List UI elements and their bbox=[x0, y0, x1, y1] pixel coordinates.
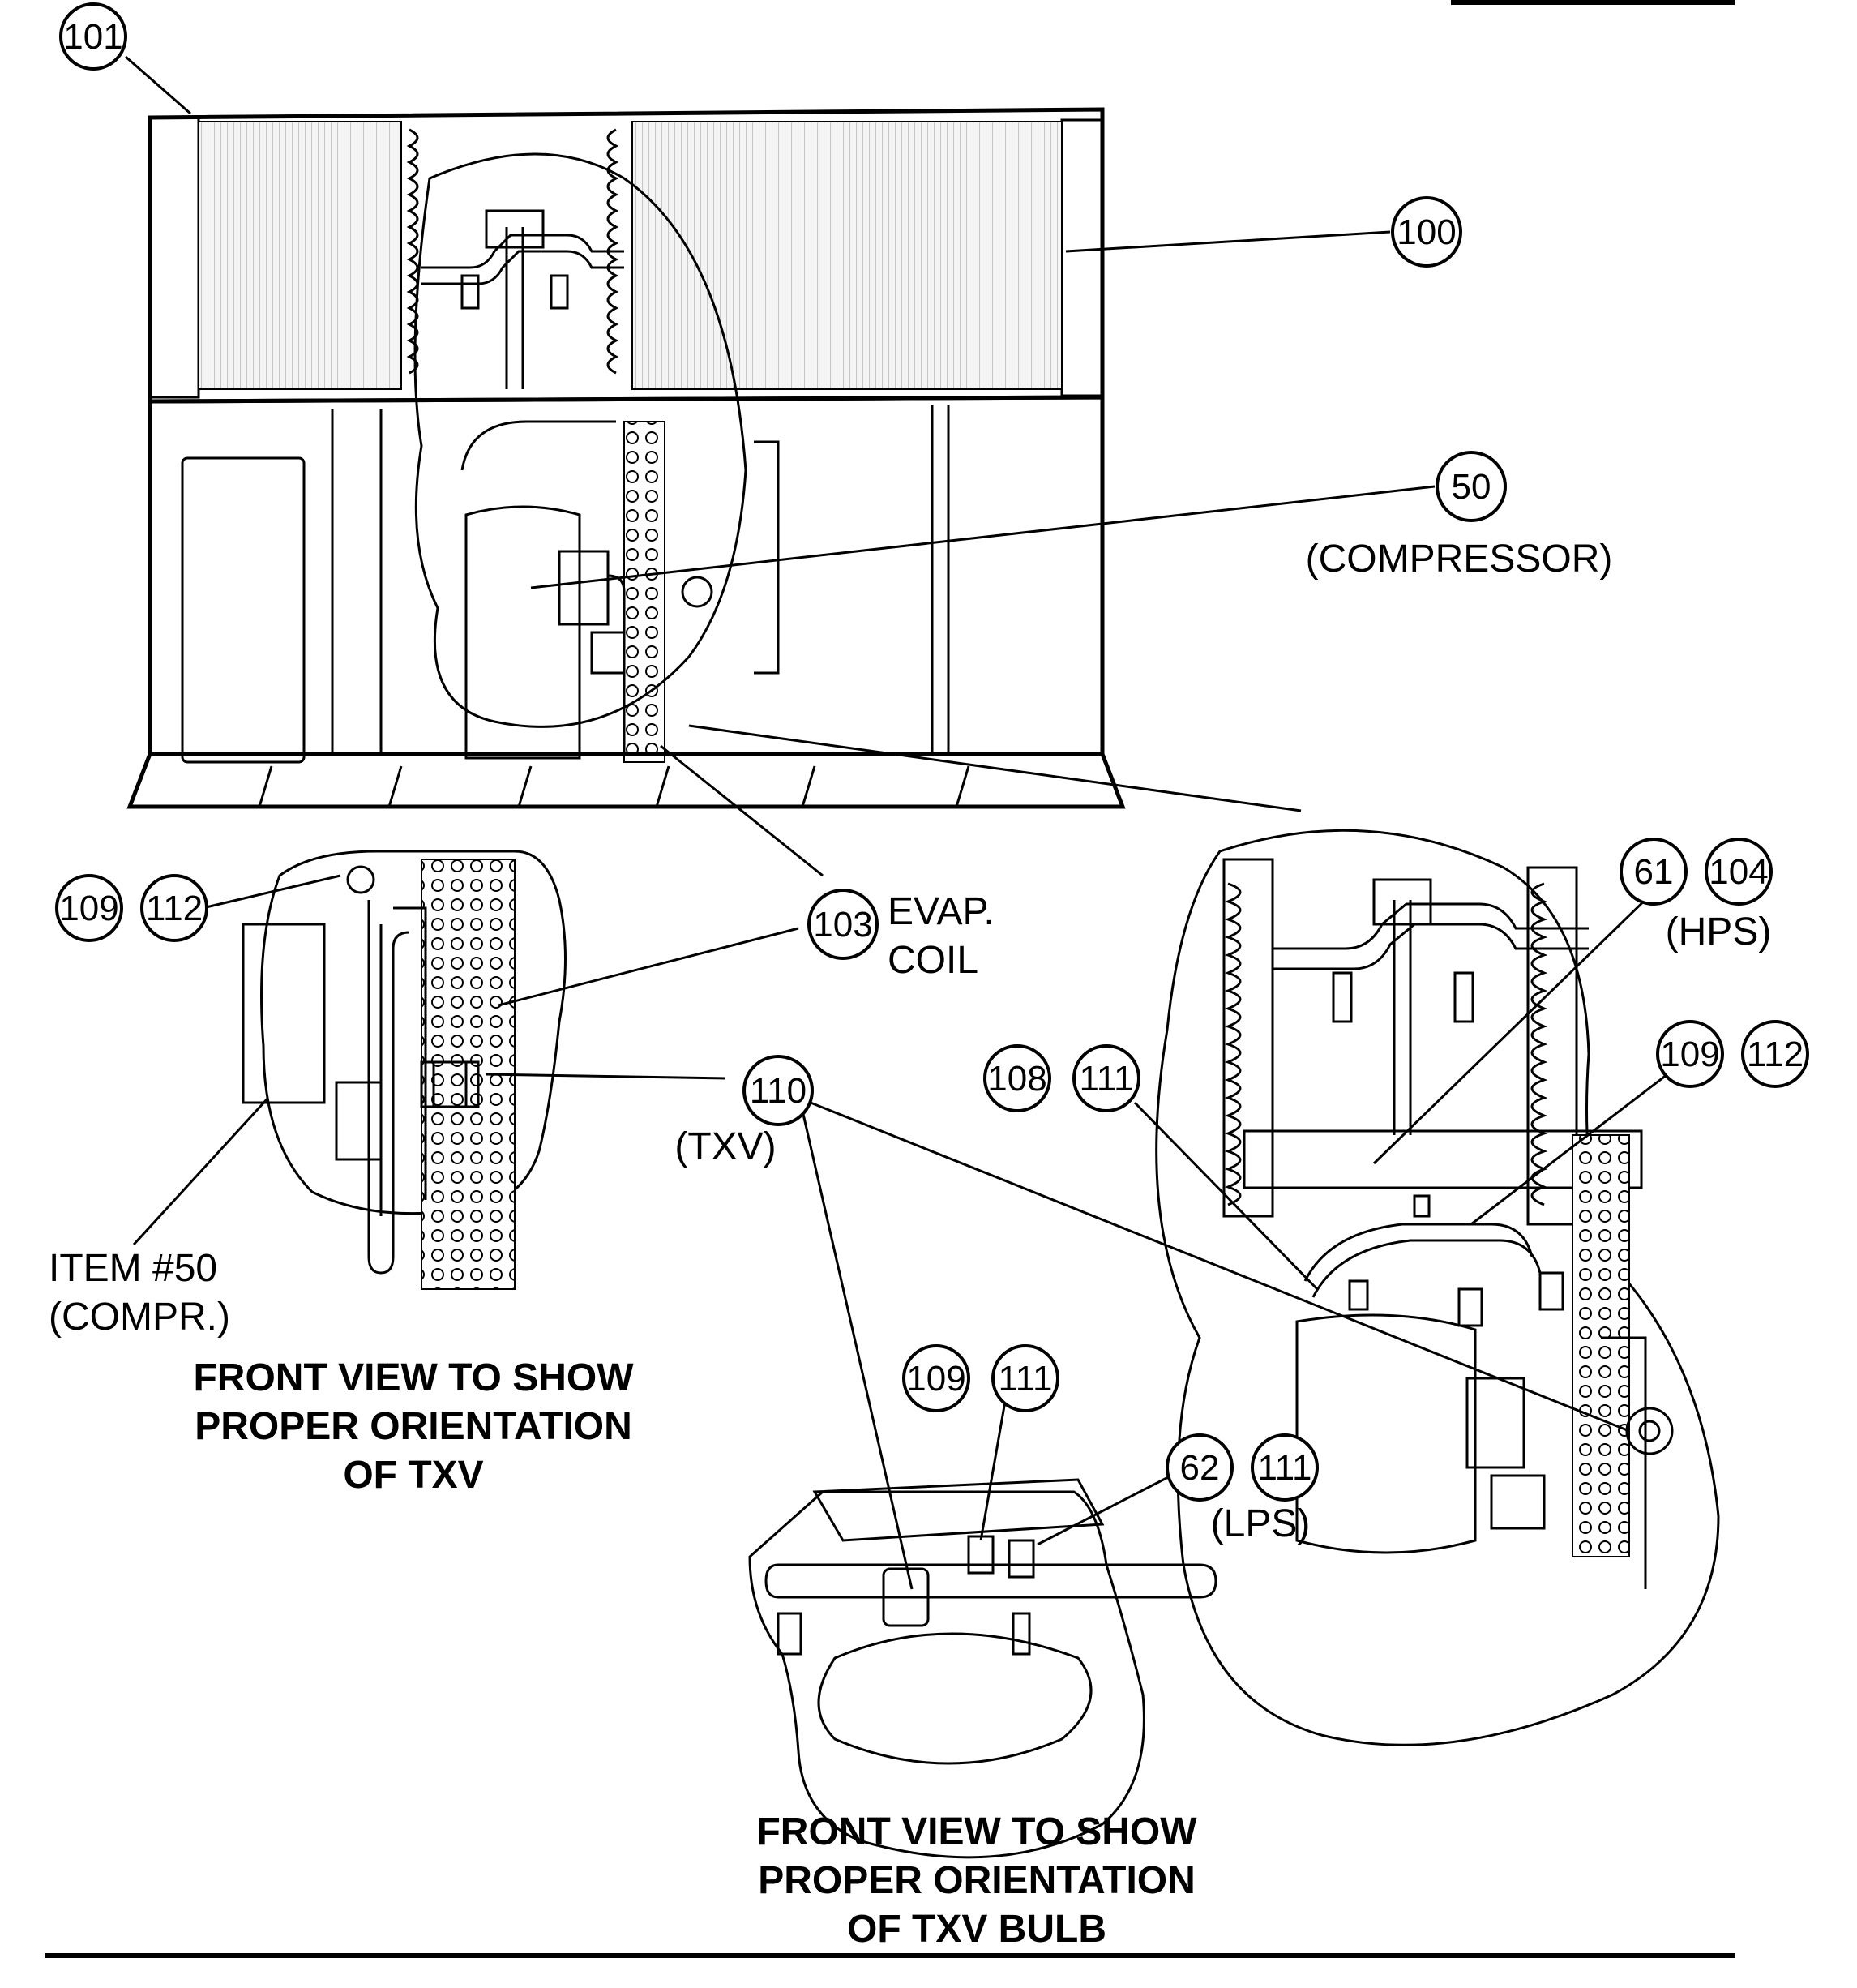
bottom-detail-txv-bulb bbox=[748, 1478, 1217, 1859]
callout-112-left: 112 bbox=[140, 874, 208, 942]
label-evap-line2: COIL bbox=[888, 939, 978, 982]
callout-111-bottom: 111 bbox=[991, 1344, 1059, 1412]
callout-101: 101 bbox=[59, 2, 127, 71]
callout-110: 110 bbox=[742, 1055, 814, 1126]
callout-62-text: 62 bbox=[1180, 1448, 1220, 1488]
caption-left-line2: PROPER ORIENTATION bbox=[195, 1405, 632, 1448]
callout-109-right-text: 109 bbox=[1660, 1035, 1719, 1074]
caption-left-line1: FRONT VIEW TO SHOW bbox=[193, 1356, 634, 1399]
callout-110-text: 110 bbox=[750, 1071, 807, 1111]
callout-112-right: 112 bbox=[1741, 1020, 1809, 1088]
callout-111-lps-text: 111 bbox=[1258, 1448, 1312, 1488]
callout-103-text: 103 bbox=[813, 905, 872, 945]
callout-109-bottom-text: 109 bbox=[906, 1359, 965, 1399]
callout-61: 61 bbox=[1620, 838, 1688, 906]
callout-109-left: 109 bbox=[55, 874, 123, 942]
callout-100-text: 100 bbox=[1397, 212, 1456, 252]
label-hps: (HPS) bbox=[1666, 910, 1772, 953]
callout-112-left-text: 112 bbox=[146, 889, 203, 928]
caption-bottom-line1: FRONT VIEW TO SHOW bbox=[756, 1810, 1197, 1853]
callout-111-bottom-text: 111 bbox=[999, 1359, 1053, 1399]
condenser-grille-left bbox=[198, 121, 402, 390]
callout-111-mid-text: 111 bbox=[1080, 1059, 1134, 1099]
caption-left: FRONT VIEW TO SHOW PROPER ORIENTATION OF… bbox=[193, 1356, 634, 1497]
label-item50-line2: (COMPR.) bbox=[49, 1296, 230, 1339]
label-item50-line1: ITEM #50 bbox=[49, 1247, 217, 1290]
callout-109-bottom: 109 bbox=[902, 1344, 970, 1412]
callout-112-right-text: 112 bbox=[1747, 1035, 1804, 1074]
callout-103: 103 bbox=[807, 889, 879, 960]
callout-111-lps: 111 bbox=[1251, 1433, 1319, 1502]
callout-109-left-text: 109 bbox=[59, 889, 118, 928]
label-txv: (TXV) bbox=[674, 1125, 776, 1168]
left-detail-txv bbox=[242, 850, 567, 1290]
callout-108: 108 bbox=[983, 1044, 1051, 1112]
callout-111-mid: 111 bbox=[1072, 1044, 1140, 1112]
callout-50-text: 50 bbox=[1452, 467, 1491, 507]
main-unit-illustration bbox=[126, 107, 1126, 809]
callout-62: 62 bbox=[1166, 1433, 1234, 1502]
callout-104-text: 104 bbox=[1709, 852, 1768, 892]
label-lps: (LPS) bbox=[1211, 1502, 1311, 1545]
callout-61-text: 61 bbox=[1634, 852, 1674, 892]
callout-104: 104 bbox=[1705, 838, 1773, 906]
callout-100: 100 bbox=[1391, 196, 1462, 268]
caption-bottom-line3: OF TXV BULB bbox=[847, 1908, 1106, 1951]
leader-lines bbox=[125, 55, 1695, 1590]
evap-coil-panel bbox=[623, 421, 665, 763]
caption-left-line3: OF TXV bbox=[343, 1454, 483, 1497]
condenser-grille-right bbox=[631, 121, 1063, 390]
callout-109-right: 109 bbox=[1656, 1020, 1724, 1088]
caption-bottom-line2: PROPER ORIENTATION bbox=[758, 1859, 1196, 1902]
callout-108-text: 108 bbox=[987, 1059, 1046, 1099]
label-evap-line1: EVAP. bbox=[888, 890, 995, 933]
label-compressor: (COMPRESSOR) bbox=[1306, 538, 1613, 581]
callout-101-text: 101 bbox=[63, 17, 122, 57]
caption-bottom: FRONT VIEW TO SHOW PROPER ORIENTATION OF… bbox=[756, 1810, 1197, 1951]
right-detail-coil bbox=[1572, 1134, 1630, 1557]
callout-50: 50 bbox=[1436, 451, 1507, 522]
right-detail-switches bbox=[1155, 829, 1720, 1746]
